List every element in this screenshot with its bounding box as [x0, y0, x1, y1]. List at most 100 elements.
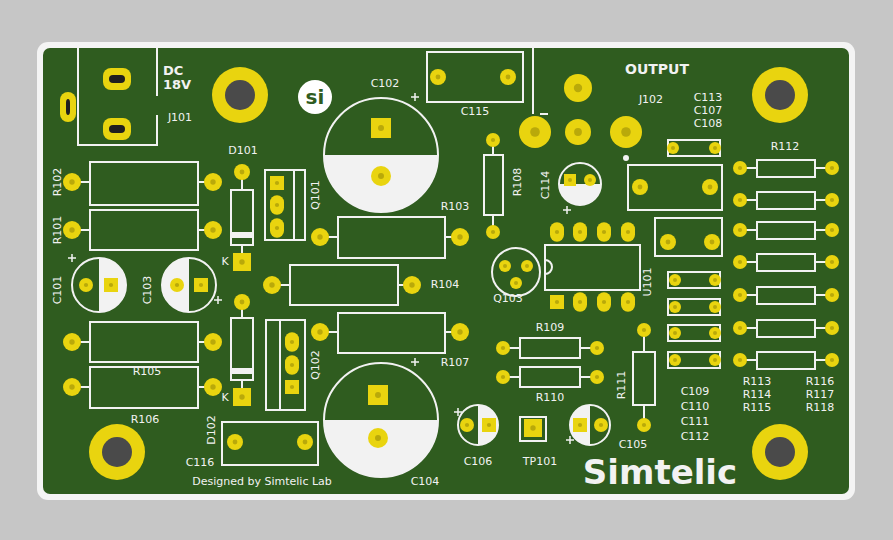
drill	[713, 146, 717, 150]
board	[43, 48, 849, 494]
drill	[642, 423, 646, 427]
drill	[568, 178, 572, 182]
drill	[317, 329, 322, 334]
drill	[555, 230, 559, 234]
capacitor-outline	[559, 163, 601, 205]
drill	[525, 264, 529, 268]
drill	[378, 125, 384, 131]
drill	[457, 234, 462, 239]
pad	[669, 274, 681, 286]
pad	[632, 179, 648, 195]
pad	[233, 253, 251, 271]
drill	[240, 300, 245, 305]
pad	[565, 119, 591, 145]
drill	[501, 375, 505, 379]
silk-label: R118	[806, 402, 835, 414]
component-outline	[757, 287, 815, 304]
drill	[210, 384, 215, 389]
connector-outline	[533, 46, 548, 114]
pad	[285, 332, 299, 352]
drill	[375, 435, 381, 441]
polarity-fill	[99, 258, 126, 312]
pad	[63, 378, 81, 396]
pad	[285, 380, 299, 394]
drill	[602, 230, 606, 234]
pad	[825, 255, 839, 269]
pad	[733, 161, 747, 175]
drill	[275, 226, 279, 230]
drill	[555, 300, 559, 304]
component-outline	[757, 222, 815, 239]
drill	[713, 278, 717, 282]
jack-pad	[103, 118, 131, 140]
component-outline	[338, 217, 445, 258]
capacitor-outline	[492, 248, 540, 296]
silk-label: R109	[536, 322, 565, 334]
silk-label: R108	[512, 168, 524, 197]
drill	[239, 259, 244, 264]
drill	[240, 170, 245, 175]
pad	[63, 221, 81, 239]
plus-mark	[68, 254, 76, 262]
component-outline	[520, 417, 546, 441]
component-outline	[427, 52, 523, 102]
pad	[486, 133, 500, 147]
component-outline	[757, 320, 815, 337]
drill	[638, 185, 643, 190]
silk-label: C114	[540, 171, 552, 200]
board-edge	[37, 42, 855, 500]
drill	[491, 230, 495, 234]
capacitor-outline	[570, 405, 610, 445]
drill	[501, 346, 505, 350]
drill	[457, 329, 462, 334]
capacitor-outline	[324, 98, 438, 212]
pad	[590, 370, 604, 384]
plus-mark	[454, 408, 462, 416]
jack-pad	[103, 68, 131, 90]
silk-label: D101	[228, 145, 257, 157]
component-outline	[668, 325, 720, 341]
capacitor-outline	[72, 258, 126, 312]
drill	[487, 423, 491, 427]
polarity-fill	[478, 405, 498, 445]
pad	[524, 419, 542, 437]
drill	[708, 185, 713, 190]
drill	[602, 300, 606, 304]
drill	[175, 283, 179, 287]
pad	[311, 323, 329, 341]
component-outline	[484, 155, 503, 215]
drill	[642, 328, 646, 332]
pads	[60, 68, 839, 450]
component-outline	[655, 218, 722, 256]
silk-label: K	[221, 256, 228, 268]
silk-label: R117	[806, 389, 835, 401]
pad	[79, 278, 93, 292]
pad	[204, 378, 222, 396]
pad	[451, 228, 469, 246]
jack-pad	[60, 92, 76, 122]
mounting-hole	[752, 67, 808, 123]
pad	[709, 354, 721, 366]
pad	[496, 370, 510, 384]
plus-mark	[563, 206, 571, 214]
drill	[713, 358, 717, 362]
drill	[210, 227, 215, 232]
pad	[597, 222, 611, 242]
drill	[436, 75, 441, 80]
pad	[270, 195, 284, 215]
drill	[830, 228, 834, 232]
pad	[825, 161, 839, 175]
pad	[704, 234, 720, 250]
pad	[709, 301, 721, 313]
drill	[738, 260, 742, 264]
pad	[733, 353, 747, 367]
silk-label: R102	[52, 168, 64, 197]
polarity-fill	[324, 155, 438, 212]
plus-mark	[214, 296, 222, 304]
drill	[503, 264, 507, 268]
drill	[830, 293, 834, 297]
silk-outlines	[90, 52, 815, 465]
component-outline	[757, 352, 815, 369]
component-outline	[90, 162, 198, 205]
drill	[530, 425, 535, 430]
